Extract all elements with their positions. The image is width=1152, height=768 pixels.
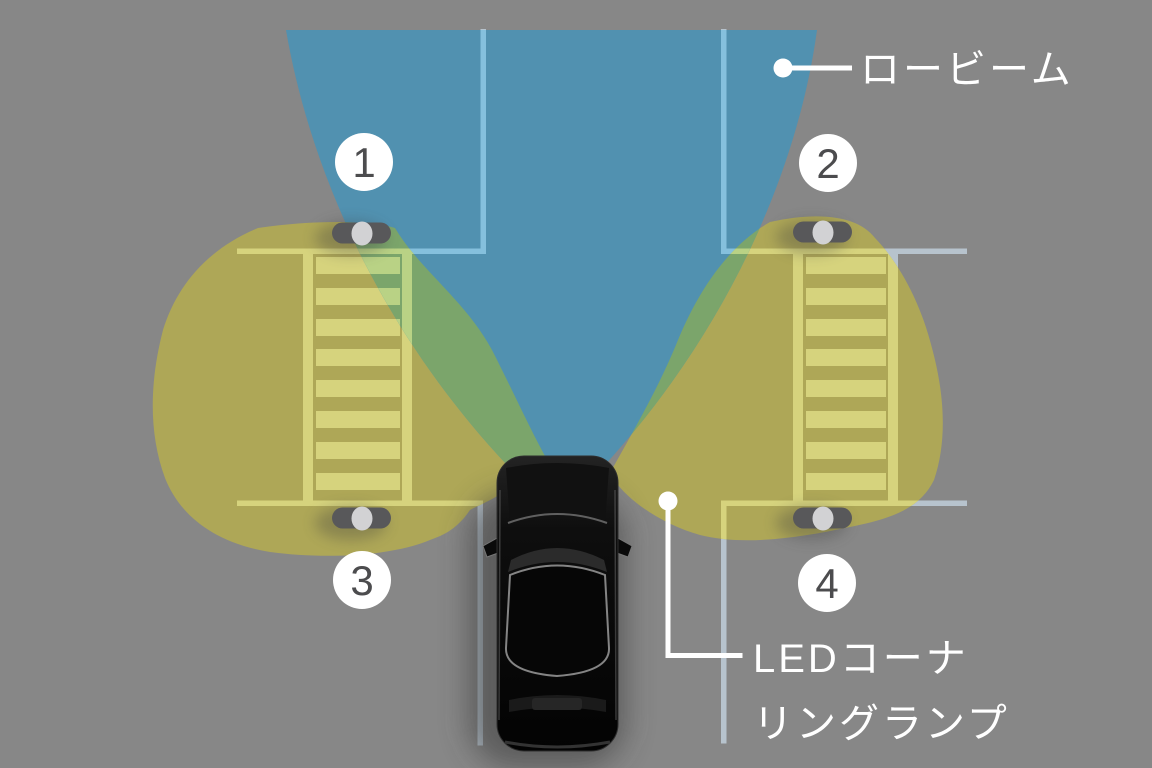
badge-2-number: 2	[816, 140, 839, 187]
badge-3: 3	[333, 551, 391, 609]
badge-4: 4	[798, 554, 856, 612]
car-rear-bumper-line	[504, 740, 611, 749]
badge-3-number: 3	[350, 557, 373, 604]
car-hood	[506, 463, 609, 524]
cornering-callout-line-vertical	[665, 508, 671, 658]
cornering-lamp-callout: LEDコーナ リングランプ	[658, 491, 1010, 746]
badge-1-number: 1	[352, 139, 375, 186]
car-rear-window-detail	[532, 698, 582, 710]
low-beam-callout-line	[790, 65, 852, 71]
car-hood-crease	[507, 513, 608, 524]
low-beam-callout-dot	[773, 58, 793, 78]
car-side-highlight-right	[614, 489, 617, 721]
cornering-callout-line-horizontal	[665, 653, 743, 658]
cornering-lamp-label-line1: LEDコーナ	[753, 637, 969, 681]
car-side-highlight-left	[498, 489, 501, 721]
low-beam-callout: ロービーム	[773, 48, 1074, 92]
badge-2: 2	[799, 134, 857, 192]
low-beam-label: ロービーム	[860, 48, 1074, 92]
car-top-view	[468, 455, 633, 768]
car-roof-glass	[504, 564, 611, 678]
cornering-lamp-label-line2: リングランプ	[753, 702, 1010, 746]
cornering-callout-dot	[658, 491, 678, 511]
badge-4-number: 4	[815, 560, 838, 607]
badge-1: 1	[335, 133, 393, 191]
car-windshield	[508, 548, 607, 572]
